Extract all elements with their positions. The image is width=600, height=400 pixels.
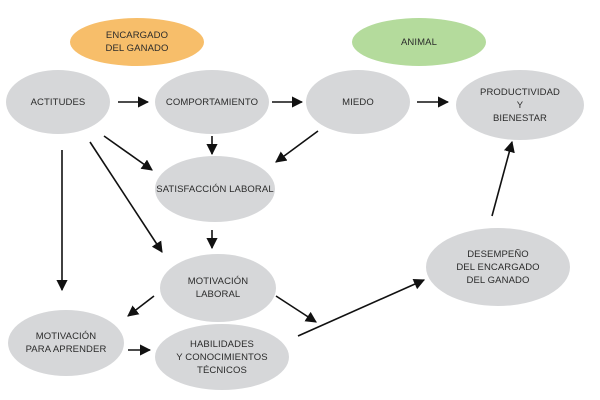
node-label: COMPORTAMIENTO — [165, 96, 259, 108]
arrow-motivacion-laboral-to-motivacion-aprender — [127, 295, 155, 317]
node-label: HABILIDADES Y CONOCIMIENTOS TÉCNICOS — [176, 338, 268, 376]
node-label: MIEDO — [342, 96, 374, 108]
node-satisfaccion-laboral: SATISFACCIÓN LABORAL — [155, 156, 275, 222]
arrow-miedo-to-satisfaccion — [275, 130, 319, 163]
node-label: DESEMPEÑO DEL ENCARGADO DEL GANADO — [456, 248, 540, 286]
node-comportamiento: COMPORTAMIENTO — [155, 70, 269, 134]
node-label: ENCARGADO DEL GANADO — [105, 30, 169, 54]
node-productividad-y-bienestar: PRODUCTIVIDAD Y BIENESTAR — [456, 70, 584, 140]
node-label: PRODUCTIVIDAD Y BIENESTAR — [480, 86, 560, 124]
node-motivacion-laboral: MOTIVACIÓN LABORAL — [160, 254, 276, 322]
node-label: MOTIVACIÓN PARA APRENDER — [25, 331, 107, 355]
node-desempeno-del-encargado-del-ganado: DESEMPEÑO DEL ENCARGADO DEL GANADO — [426, 228, 570, 306]
node-actitudes: ACTITUDES — [6, 70, 110, 134]
arrow-motivacion-laboral-to-habilidades — [275, 295, 317, 323]
arrow-habilidades-to-desempeno — [297, 278, 426, 337]
node-motivacion-para-aprender: MOTIVACIÓN PARA APRENDER — [8, 310, 124, 376]
node-label: MOTIVACIÓN LABORAL — [187, 276, 249, 300]
node-label: SATISFACCIÓN LABORAL — [156, 183, 274, 195]
node-label: ACTITUDES — [30, 96, 86, 108]
arrow-desempeno-to-productividad — [491, 140, 515, 217]
node-encargado-del-ganado: ENCARGADO DEL GANADO — [70, 18, 204, 66]
node-miedo: MIEDO — [306, 70, 410, 134]
node-label: ANIMAL — [401, 36, 437, 48]
edges-group — [56, 96, 515, 356]
node-habilidades-y-conocimientos-tecnicos: HABILIDADES Y CONOCIMIENTOS TÉCNICOS — [155, 324, 289, 390]
node-animal: ANIMAL — [352, 18, 486, 66]
arrow-actitudes-to-satisfaccion — [103, 135, 153, 171]
arrow-actitudes-to-motivacion-laboral — [89, 141, 163, 253]
